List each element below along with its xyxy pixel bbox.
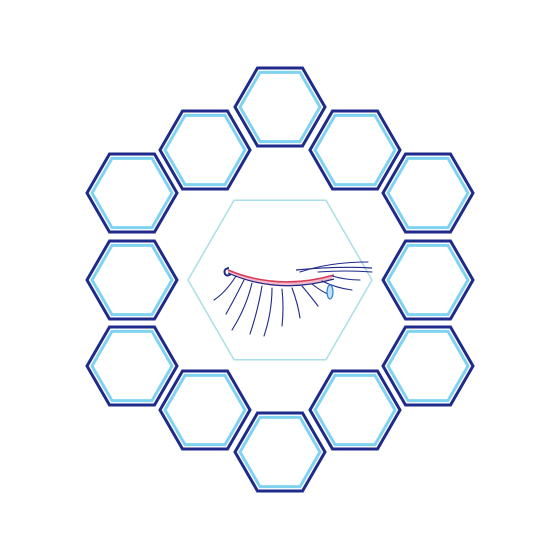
ring-hexagon-inner-border [386, 156, 470, 230]
eyelash-strand [281, 288, 284, 327]
eyelash-strand [249, 285, 263, 335]
ring-hexagon-inner-border [386, 243, 470, 317]
ring-hexagon [381, 152, 475, 234]
lash-extension-strip [295, 266, 373, 271]
eyelash-strand [291, 287, 301, 319]
ring-hexagon-outer-border [85, 239, 179, 321]
hexagon-ring [85, 66, 475, 493]
ring-hexagon-outer-border [308, 109, 402, 191]
ring-hexagon-outer-border [158, 369, 252, 451]
ring-hexagon [381, 239, 475, 321]
ring-hexagon-outer-border [233, 66, 327, 148]
ring-hexagon [308, 369, 402, 451]
eyelash-strand [321, 280, 353, 291]
eyelid-lower-line [227, 272, 335, 287]
lash-glue-droplet-icon [326, 284, 334, 300]
ring-hexagon-inner-border [313, 373, 397, 447]
ring-hexagon-inner-border [90, 329, 174, 403]
eyelash-strands [213, 261, 373, 337]
ring-hexagon [85, 325, 179, 407]
ring-hexagon [85, 152, 179, 234]
ring-hexagon [158, 369, 252, 451]
ring-hexagon [381, 325, 475, 407]
ring-hexagon-outer-border [308, 369, 402, 451]
eyelash-strand [225, 279, 245, 315]
center-hexagon [187, 199, 373, 361]
ring-hexagon-outer-border [233, 411, 327, 493]
ring-hexagon [308, 109, 402, 191]
eyelash-strand [299, 261, 369, 273]
ring-hexagon-outer-border [381, 239, 475, 321]
ring-hexagon-outer-border [158, 109, 252, 191]
ring-hexagon-outer-border [85, 152, 179, 234]
ring-hexagon [85, 239, 179, 321]
ring-hexagon-outer-border [381, 152, 475, 234]
center-hexagon-outline [187, 199, 373, 361]
ring-hexagon-inner-border [90, 156, 174, 230]
ring-hexagon-inner-border [163, 373, 247, 447]
ring-hexagon [233, 411, 327, 493]
eyelash-strand [231, 282, 253, 331]
eyelash-strand [263, 287, 273, 337]
eyelash-strand [213, 275, 237, 301]
ring-hexagon-inner-border [163, 113, 247, 187]
ring-hexagon [233, 66, 327, 148]
eye-inner-corner [223, 267, 232, 277]
ring-hexagon-inner-border [386, 329, 470, 403]
ring-hexagon-inner-border [90, 243, 174, 317]
eyelash-strand [331, 275, 361, 281]
ring-hexagon-inner-border [238, 415, 322, 489]
ring-hexagon-outer-border [381, 325, 475, 407]
eyelash-strand [301, 285, 319, 307]
ring-hexagon-inner-border [313, 113, 397, 187]
ring-hexagon [158, 109, 252, 191]
eyelash-strand [317, 270, 373, 273]
eyelid-line [227, 269, 335, 283]
ring-hexagon-outer-border [85, 325, 179, 407]
ring-hexagon-inner-border [238, 70, 322, 144]
eyelid-band [228, 270, 332, 287]
closed-eye-eyelash-icon [213, 261, 373, 337]
